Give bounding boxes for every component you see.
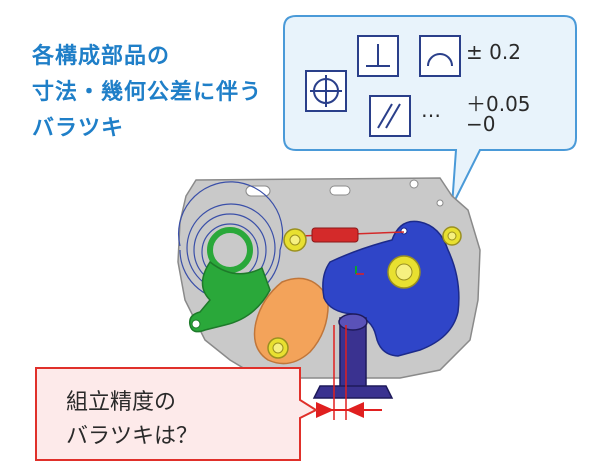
tension-spring: [299, 227, 405, 243]
title-line-1: 各構成部品の: [32, 44, 171, 69]
ellipsis-text: …: [421, 98, 441, 122]
question-line-1: 組立精度の: [66, 390, 177, 415]
tolerance-value-b-lower: −0: [466, 112, 496, 136]
purple-pin-part: [312, 313, 394, 420]
perpendicularity-symbol-icon: [357, 35, 399, 77]
yellow-screw-right: [442, 226, 462, 246]
tolerance-value-b-upper: ＋0.05: [466, 92, 531, 116]
blue-lever-part: [322, 220, 460, 357]
green-lever-part: [188, 227, 271, 333]
question-line-2: バラツキは？: [66, 424, 199, 449]
parallelism-symbol-icon: [369, 95, 411, 137]
title-line-3: バラツキ: [32, 116, 125, 141]
tolerance-value-a: ± 0.2: [466, 40, 521, 64]
orange-cam-part: [253, 277, 329, 365]
position-symbol-icon: [305, 70, 347, 112]
title-line-2: 寸法・幾何公差に伴う: [32, 80, 263, 105]
profile-of-line-symbol-icon: [419, 35, 461, 77]
yellow-screw-upper: [283, 228, 307, 252]
question-callout-bubble: [35, 367, 319, 461]
